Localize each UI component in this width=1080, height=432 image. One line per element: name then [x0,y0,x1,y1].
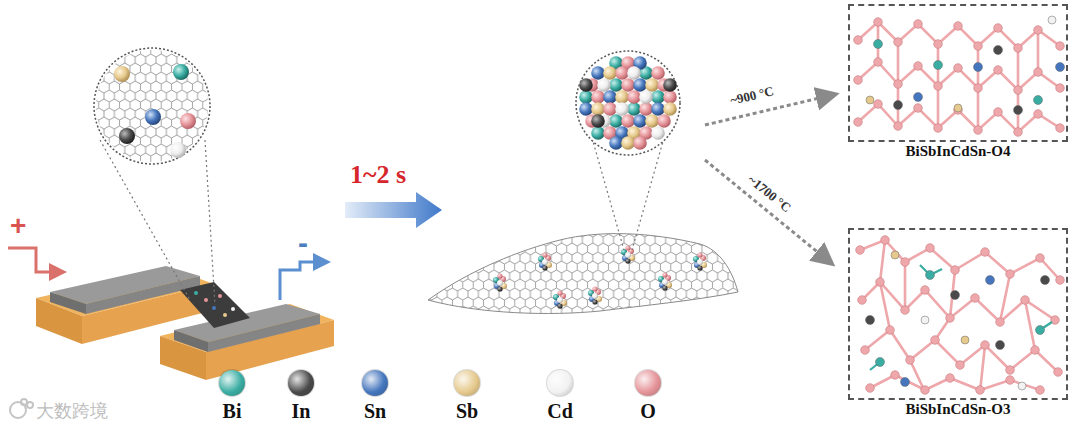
temperature-label: ~1700 °C [745,172,794,216]
watermark: 大数跨境 [36,399,108,423]
legend-label: O [640,400,656,423]
polarity-sign: - [298,226,308,260]
legend-label: Sn [364,400,386,423]
legend-swatch [547,370,573,396]
structure-box: BiSbInCdSn-O3 [848,228,1068,400]
legend-swatch [288,370,314,396]
structure-box: BiSbInCdSn-O4 [848,4,1068,142]
legend-label: Cd [547,400,573,423]
temperature-label: ~900 °C [729,83,776,109]
formula-label: BiSbInCdSn-O4 [905,143,1010,160]
legend-swatch [362,370,388,396]
legend-swatch [219,370,245,396]
formula-label: BiSbInCdSn-O3 [905,401,1010,418]
legend-label: Sb [456,400,478,423]
legend-swatch [454,370,480,396]
legend-label: In [292,400,311,423]
legend-label: Bi [223,400,242,423]
time-label: 1~2 s [350,160,406,190]
legend-swatch [635,370,661,396]
polarity-sign: + [10,210,26,242]
